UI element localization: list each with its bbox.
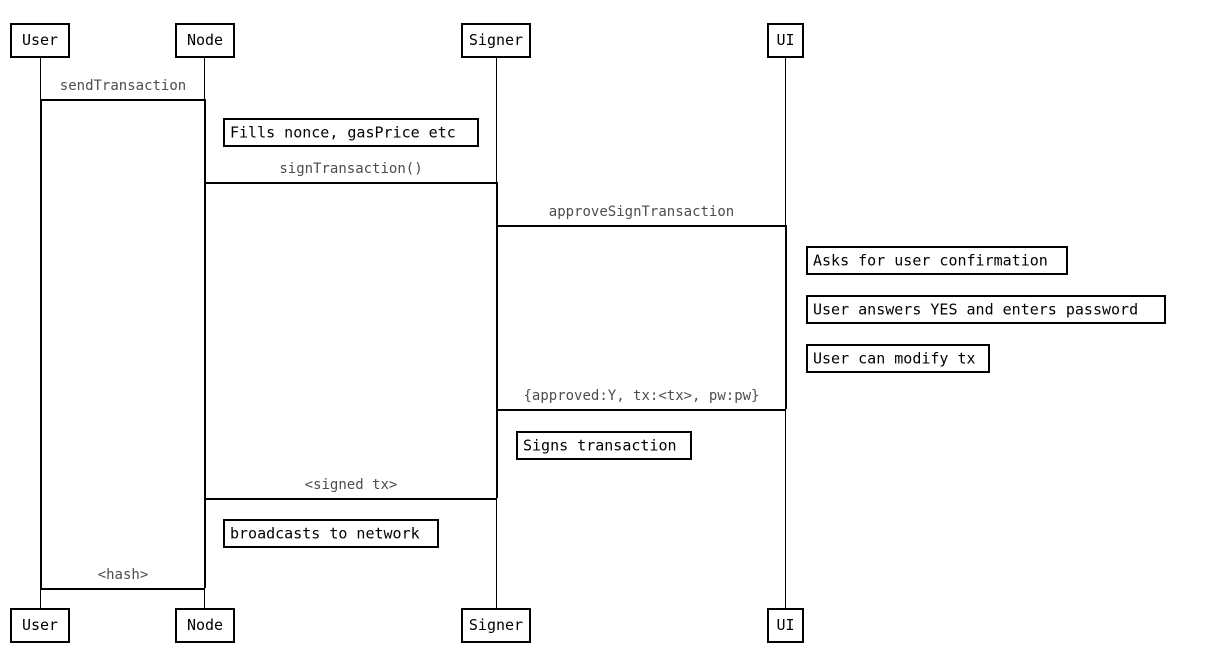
note-user-can-modify: User can modify tx	[806, 344, 990, 373]
participant-head-ui[interactable]: UI	[767, 23, 804, 58]
note-label-user-can-modify: User can modify tx	[813, 349, 976, 367]
activation-user	[40, 99, 42, 588]
participant-foot-node[interactable]: Node	[175, 608, 235, 643]
participant-label-node: Node	[186, 31, 224, 49]
participant-label-user: User	[21, 31, 59, 49]
message-line-hash	[40, 588, 205, 590]
message-line-signed-tx	[204, 498, 497, 500]
participant-foot-label-node: Node	[186, 616, 224, 634]
participant-label-signer: Signer	[468, 31, 524, 49]
message-label-sendtransaction: sendTransaction	[59, 78, 187, 94]
message-label-signtransaction: signTransaction()	[279, 161, 423, 177]
message-label-hash: <hash>	[97, 567, 149, 583]
message-label-signed-tx: <signed tx>	[304, 477, 398, 493]
participant-foot-signer[interactable]: Signer	[461, 608, 531, 643]
message-line-approved-response	[496, 409, 786, 411]
message-label-approvesigntransaction: approveSignTransaction	[548, 204, 735, 220]
participant-head-user[interactable]: User	[10, 23, 70, 58]
activation-node	[204, 99, 206, 588]
note-asks-confirmation: Asks for user confirmation	[806, 246, 1068, 275]
participant-foot-label-signer: Signer	[468, 616, 524, 634]
note-label-broadcasts-to-network: broadcasts to network	[230, 524, 420, 542]
message-line-approvesigntransaction	[496, 225, 786, 227]
participant-label-ui: UI	[776, 31, 795, 49]
message-line-signtransaction	[204, 182, 497, 184]
note-fills-nonce: Fills nonce, gasPrice etc	[223, 118, 479, 147]
participant-foot-ui[interactable]: UI	[767, 608, 804, 643]
message-line-sendtransaction	[40, 99, 205, 101]
message-label-approved-response: {approved:Y, tx:<tx>, pw:pw}	[523, 388, 760, 404]
activation-signer	[496, 182, 498, 498]
participant-head-signer[interactable]: Signer	[461, 23, 531, 58]
note-signs-transaction: Signs transaction	[516, 431, 692, 460]
note-label-fills-nonce: Fills nonce, gasPrice etc	[230, 123, 456, 141]
participant-foot-label-ui: UI	[776, 616, 795, 634]
note-user-answers-yes: User answers YES and enters password	[806, 295, 1166, 324]
participant-foot-label-user: User	[21, 616, 59, 634]
note-label-user-answers-yes: User answers YES and enters password	[813, 300, 1139, 318]
note-broadcasts-to-network: broadcasts to network	[223, 519, 439, 548]
note-label-signs-transaction: Signs transaction	[523, 436, 677, 454]
note-label-asks-confirmation: Asks for user confirmation	[813, 251, 1048, 269]
participant-head-node[interactable]: Node	[175, 23, 235, 58]
participant-foot-user[interactable]: User	[10, 608, 70, 643]
activation-ui	[785, 225, 787, 409]
